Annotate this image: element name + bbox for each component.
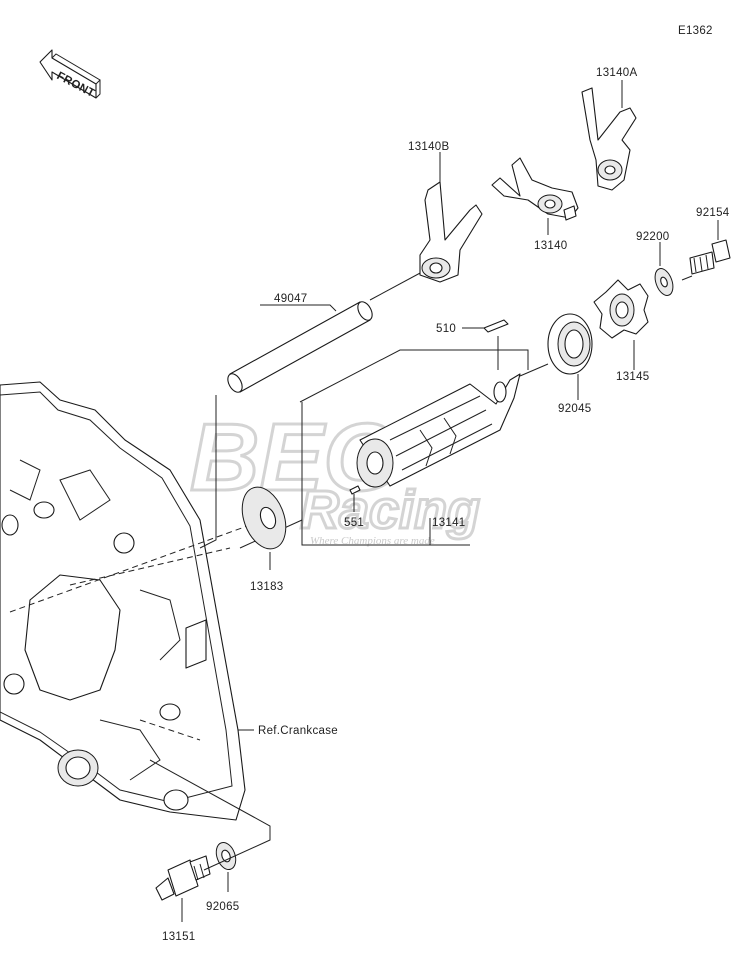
watermark-brand-bottom: Racing bbox=[300, 480, 480, 540]
part-92200-washer-icon bbox=[654, 268, 674, 296]
label-13140: 13140 bbox=[534, 240, 567, 252]
label-551: 551 bbox=[344, 517, 364, 529]
label-13140A: 13140A bbox=[596, 67, 637, 79]
label-13151: 13151 bbox=[162, 931, 195, 943]
label-ref-crankcase: Ref.Crankcase bbox=[258, 725, 338, 737]
label-92045: 92045 bbox=[558, 403, 591, 415]
part-13140-fork-icon bbox=[491, 157, 579, 221]
part-13141-drum-icon bbox=[356, 373, 521, 488]
part-92154-bolt-icon bbox=[689, 239, 731, 275]
part-13145-star-plate-icon bbox=[593, 279, 649, 339]
part-13140B-fork-icon bbox=[419, 181, 483, 283]
label-13141: 13141 bbox=[432, 517, 465, 529]
label-510: 510 bbox=[436, 323, 456, 335]
label-13145: 13145 bbox=[616, 371, 649, 383]
label-13140B: 13140B bbox=[408, 141, 449, 153]
part-510-pin-icon bbox=[483, 319, 509, 333]
part-13140A-fork-icon bbox=[581, 87, 637, 191]
label-92065: 92065 bbox=[206, 901, 239, 913]
label-49047: 49047 bbox=[274, 293, 307, 305]
label-92154: 92154 bbox=[696, 207, 730, 219]
part-92045-bearing-icon bbox=[547, 313, 593, 375]
diagram-code: E1362 bbox=[678, 25, 713, 37]
watermark-tagline: Where Champions are made bbox=[310, 535, 435, 547]
part-49047-shaft-icon bbox=[227, 301, 373, 393]
label-92200: 92200 bbox=[636, 231, 669, 243]
front-arrow-icon: FRONT bbox=[39, 49, 101, 100]
crankcase-ref-icon bbox=[0, 381, 246, 821]
label-13183: 13183 bbox=[250, 581, 283, 593]
part-13183-washer-icon bbox=[241, 486, 287, 550]
part-551-pin-icon bbox=[349, 485, 361, 495]
part-13151-neutral-switch-icon bbox=[155, 855, 211, 901]
